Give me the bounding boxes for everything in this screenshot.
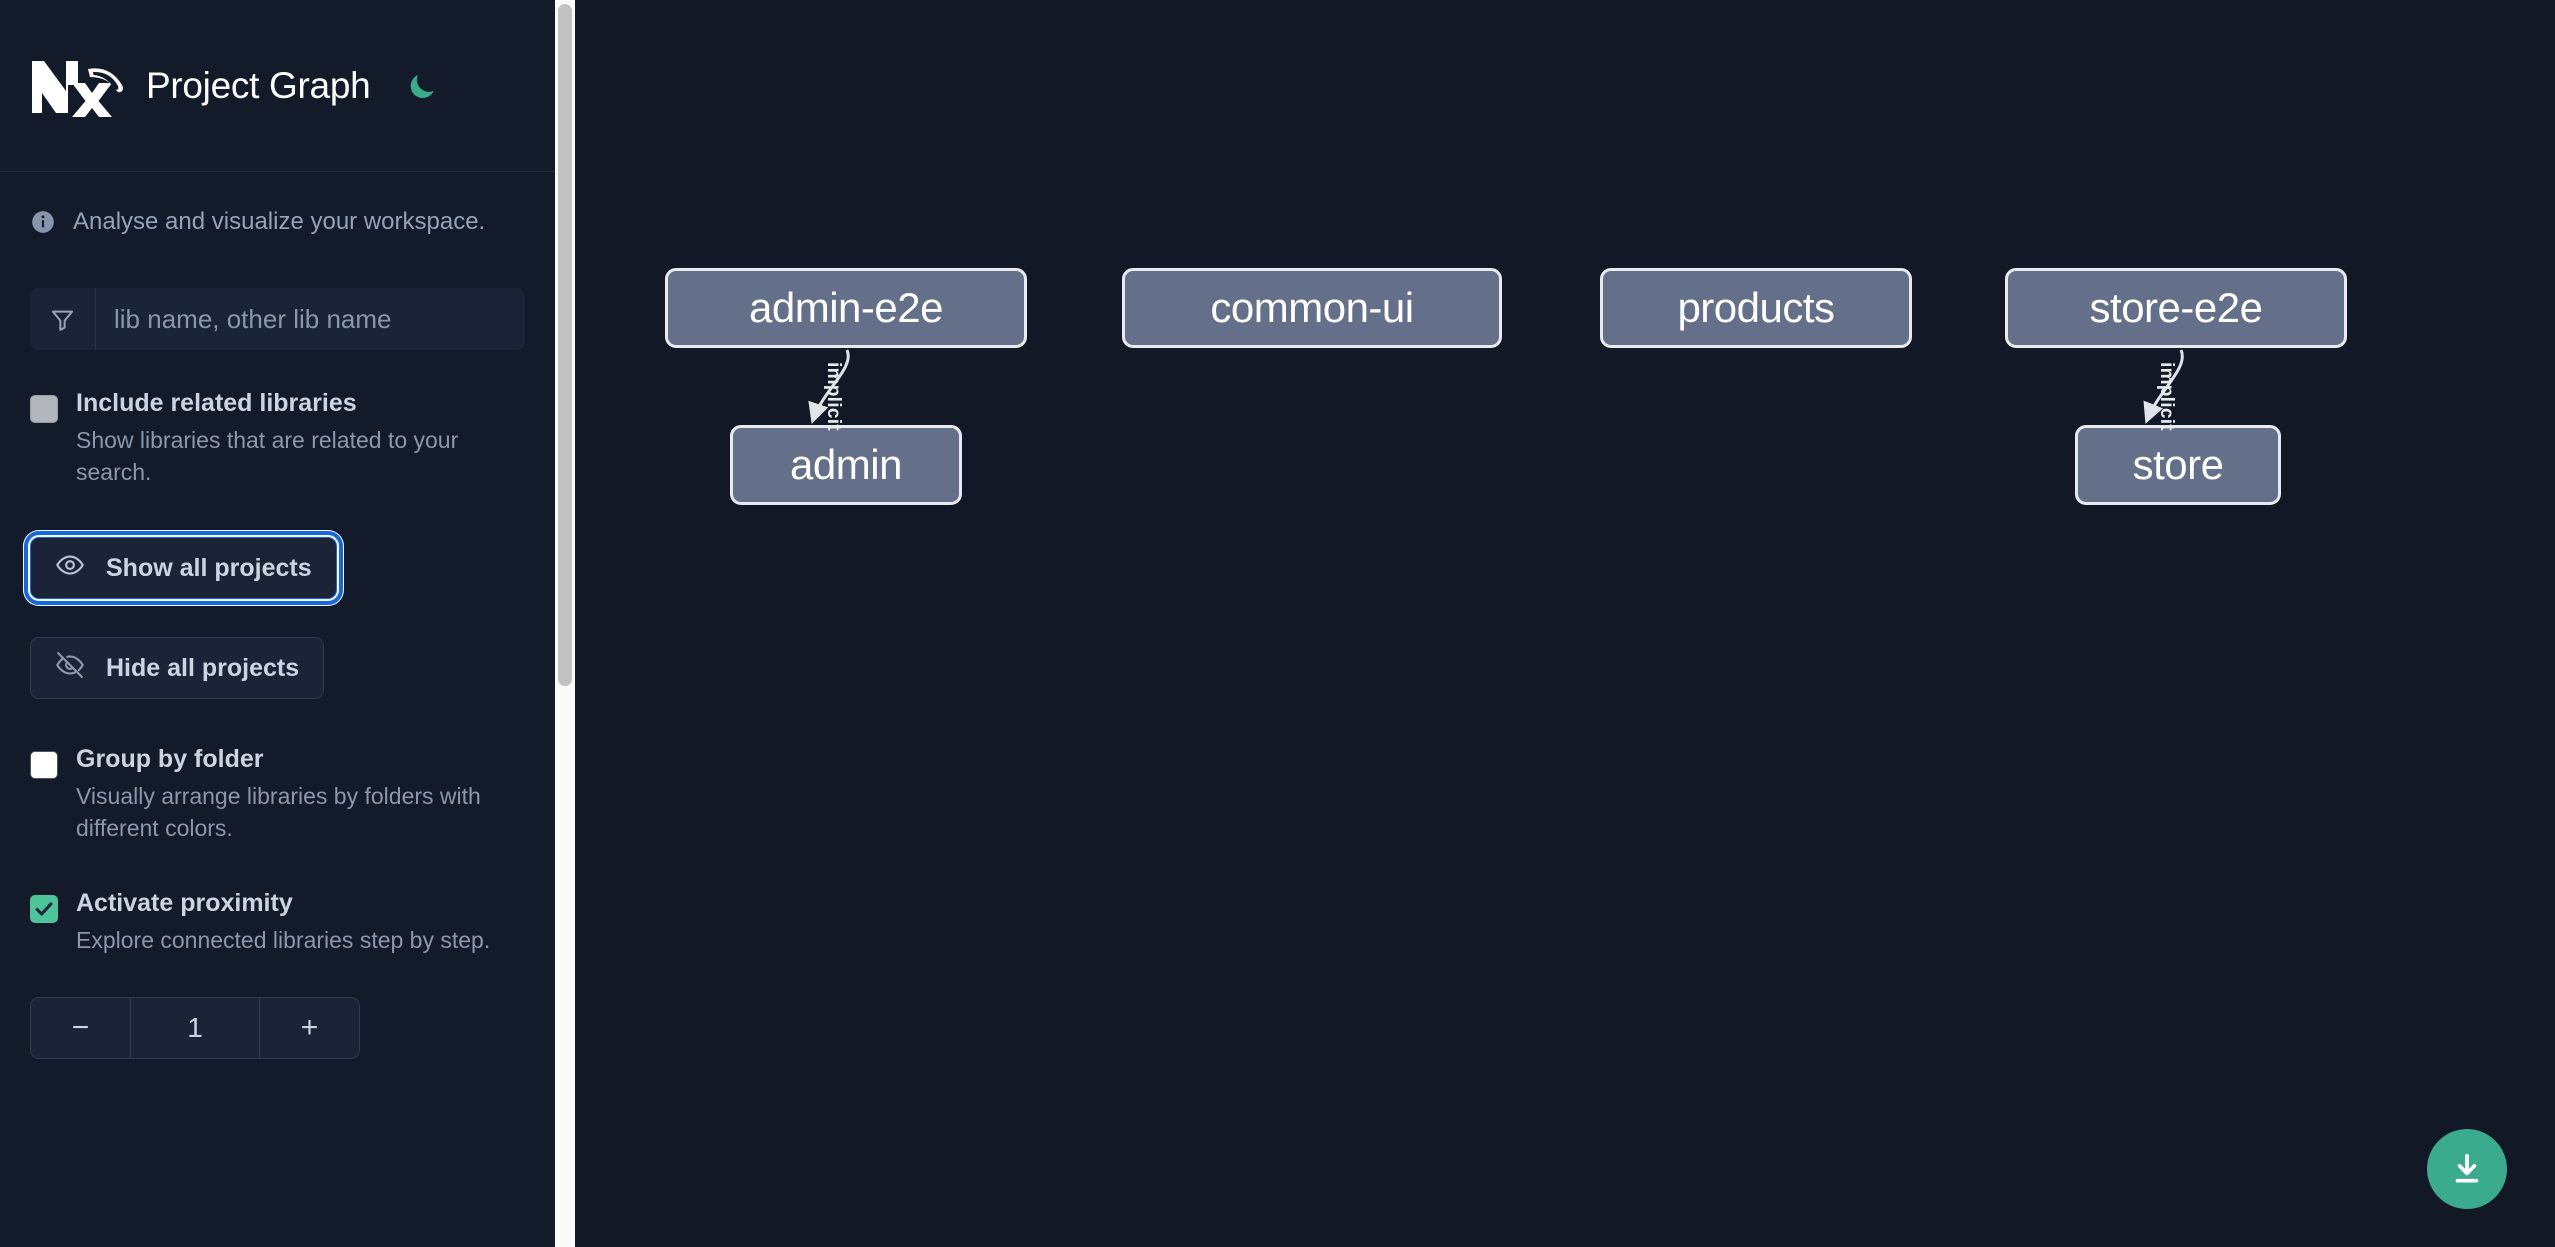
option-description: Show libraries that are related to your … (76, 426, 459, 486)
option-activate-proximity[interactable]: Activate proximity Explore connected lib… (0, 887, 555, 956)
checkbox-activate-proximity[interactable] (30, 895, 58, 924)
option-label: Activate proximity (76, 889, 293, 918)
graph-node-label: products (1677, 284, 1835, 331)
graph-node-label: admin (790, 441, 902, 488)
stepper-value: 1 (187, 1011, 203, 1043)
sidebar-header: Project Graph (0, 0, 555, 172)
sidebar: Project Graph Analyse and visualize your… (0, 0, 555, 1247)
info-circle-icon (30, 209, 56, 235)
option-label: Include related libraries (76, 389, 357, 417)
eye-slash-icon (55, 650, 85, 687)
graph-node-label: common-ui (1210, 284, 1414, 331)
eye-icon (55, 550, 85, 587)
sidebar-scrollbar-thumb[interactable] (558, 4, 572, 686)
graph-edge-label-admin: implicit (823, 362, 844, 431)
checkbox-include-related-libraries[interactable] (30, 395, 58, 423)
graph-node-admin[interactable]: admin (730, 425, 962, 505)
graph-node-common-ui[interactable]: common-ui (1122, 268, 1502, 348)
search-input[interactable] (96, 288, 525, 350)
graph-node-label: admin-e2e (749, 284, 943, 331)
option-include-related-libraries[interactable]: Include related libraries Show libraries… (0, 387, 555, 489)
stepper-decrement-button[interactable]: − (31, 997, 131, 1058)
graph-node-store-e2e[interactable]: store-e2e (2005, 268, 2347, 348)
workspace-info: Analyse and visualize your workspace. (0, 172, 555, 236)
graph-node-store[interactable]: store (2075, 425, 2281, 505)
graph-edges (808, 349, 2184, 424)
option-description: Visually arrange libraries by folders wi… (76, 782, 481, 842)
graph-node-admin-e2e[interactable]: admin-e2e (665, 268, 1027, 348)
download-button[interactable] (2427, 1129, 2507, 1209)
proximity-stepper: − 1 + (30, 996, 360, 1059)
info-text: Analyse and visualize your workspace. (73, 208, 486, 235)
show-all-projects-button[interactable]: Show all projects (24, 531, 343, 606)
option-label: Group by folder (76, 745, 264, 774)
graph-canvas[interactable]: admin-e2e common-ui products store-e2e a… (555, 0, 2555, 1247)
graph-node-products[interactable]: products (1600, 268, 1912, 348)
nx-logo-icon (30, 55, 126, 117)
hide-all-projects-label: Hide all projects (106, 653, 300, 682)
graph-node-label: store-e2e (2089, 284, 2263, 331)
moon-icon[interactable] (400, 64, 444, 108)
option-group-by-folder[interactable]: Group by folder Visually arrange librari… (0, 743, 555, 845)
checkbox-group-by-folder[interactable] (30, 751, 58, 780)
show-all-projects-label: Show all projects (106, 553, 312, 582)
graph-node-label: store (2132, 441, 2224, 488)
graph-edge-label-store: implicit (2156, 362, 2177, 431)
filter-funnel-icon (30, 288, 96, 350)
page-title: Project Graph (146, 64, 371, 106)
option-description: Explore connected libraries step by step… (76, 926, 491, 953)
stepper-increment-button[interactable]: + (259, 997, 359, 1058)
filter-bar (30, 288, 525, 350)
hide-all-projects-button[interactable]: Hide all projects (30, 637, 325, 700)
